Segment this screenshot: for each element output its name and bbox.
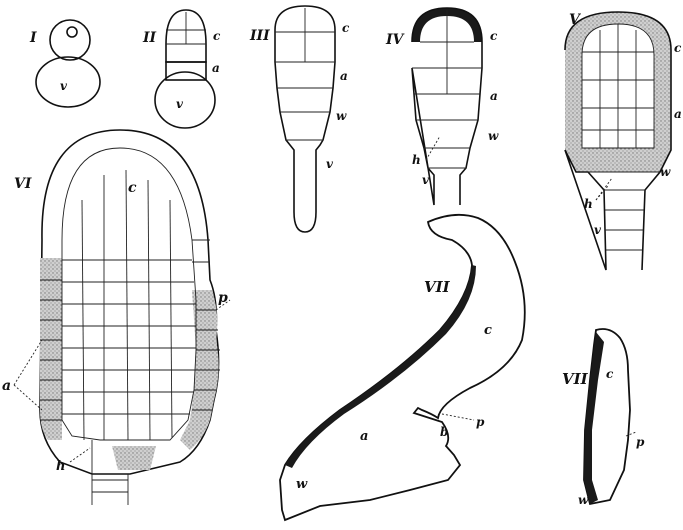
stage-numeral: IV xyxy=(385,32,406,48)
label-w: w xyxy=(660,165,671,179)
label-h: h xyxy=(412,153,421,167)
label-c: c xyxy=(490,29,498,43)
stage-VII-small: VII c p w xyxy=(562,329,645,507)
stage-numeral: II xyxy=(142,30,157,46)
stage-III: III c a w v xyxy=(249,6,350,232)
stage-VI: VI xyxy=(2,130,230,505)
label-h: h xyxy=(584,197,593,211)
stage-numeral: VI xyxy=(14,176,32,192)
stage-numeral: I xyxy=(29,30,37,46)
label-w: w xyxy=(296,477,308,492)
label-c: c xyxy=(674,41,682,55)
stage-numeral: VII xyxy=(424,278,451,296)
label-c: c xyxy=(213,29,221,43)
segment-a xyxy=(166,62,206,80)
label-h: h xyxy=(56,459,65,474)
upper-cell xyxy=(50,20,90,60)
label-a: a xyxy=(340,69,348,83)
label-v: v xyxy=(326,157,334,171)
stage-VII-large: VII c p a b w xyxy=(280,215,525,520)
hypophysis xyxy=(112,446,156,470)
stage-V: V c a w h v xyxy=(565,12,682,270)
label-v: v xyxy=(594,223,602,237)
stage-IV: IV c a w h v xyxy=(385,8,499,205)
stage-I: I v xyxy=(29,20,100,107)
label-a: a xyxy=(212,61,220,75)
label-a: a xyxy=(2,378,11,394)
label-c: c xyxy=(342,21,350,35)
basal-cell xyxy=(36,57,100,107)
label-v: v xyxy=(176,97,184,111)
label-p: p xyxy=(476,415,485,429)
label-w: w xyxy=(488,129,499,143)
nucleus xyxy=(67,27,77,37)
stage-numeral: VII xyxy=(562,370,589,388)
label-b: b xyxy=(440,425,448,439)
label-a: a xyxy=(360,429,368,444)
stage-II: II c a v xyxy=(142,10,221,128)
label-c: c xyxy=(484,323,492,338)
label-p: p xyxy=(218,290,228,306)
stage-numeral: III xyxy=(249,28,270,44)
label-p: p xyxy=(636,435,645,449)
label-v: v xyxy=(60,79,68,93)
label-v: v xyxy=(422,173,430,187)
label-w: w xyxy=(336,109,347,123)
stippled-layer-left xyxy=(40,258,62,440)
label-w: w xyxy=(578,493,589,507)
label-c: c xyxy=(606,367,614,381)
label-a: a xyxy=(674,107,682,121)
label-c: c xyxy=(128,180,137,196)
label-a: a xyxy=(490,89,498,103)
